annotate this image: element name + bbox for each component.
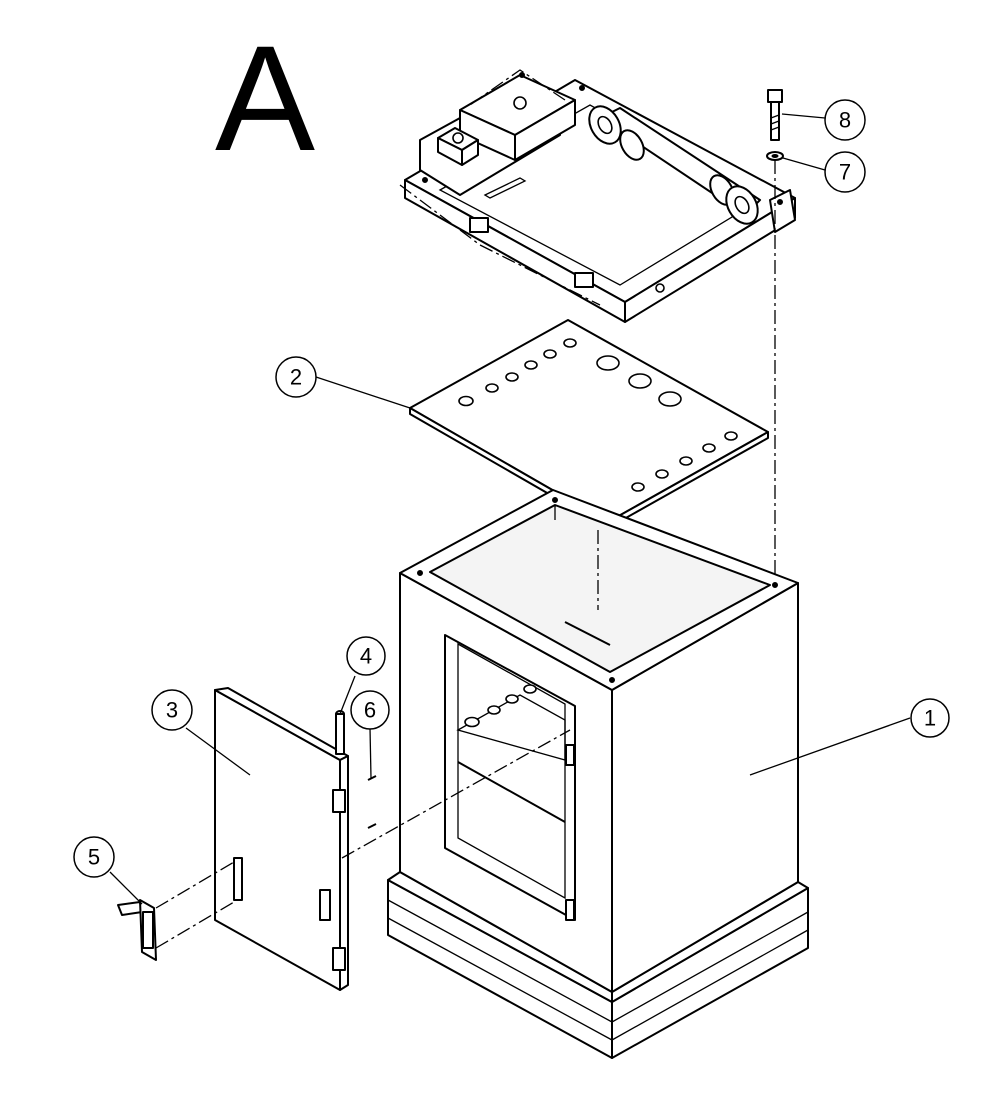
callout-3: 3 <box>151 689 193 731</box>
callout-4-label: 4 <box>360 644 372 669</box>
callout-1: 1 <box>910 698 950 738</box>
callout-5: 5 <box>73 836 115 878</box>
callout-1-label: 1 <box>924 706 936 731</box>
callout-5-label: 5 <box>88 845 100 870</box>
callout-4: 4 <box>346 636 386 676</box>
cabinet <box>387 489 809 1059</box>
callout-3-label: 3 <box>166 698 178 723</box>
door-latch <box>117 899 157 961</box>
callout-7-label: 7 <box>839 160 851 185</box>
washer <box>766 151 784 161</box>
callout-6-label: 6 <box>364 698 376 723</box>
callout-2: 2 <box>275 356 317 398</box>
bolt <box>767 89 783 141</box>
view-letter: A <box>215 14 315 182</box>
callout-7: 7 <box>824 151 866 193</box>
hinge-pin <box>319 710 346 971</box>
callout-8-label: 8 <box>839 108 851 133</box>
cabinet-door <box>214 687 349 991</box>
callout-2-label: 2 <box>290 365 302 390</box>
top-plate <box>409 319 769 529</box>
top-mount-bracket <box>404 72 796 323</box>
callout-6: 6 <box>350 690 390 730</box>
roller-shaft <box>588 105 796 233</box>
callout-8: 8 <box>824 99 866 141</box>
hinge-screws <box>367 775 377 829</box>
